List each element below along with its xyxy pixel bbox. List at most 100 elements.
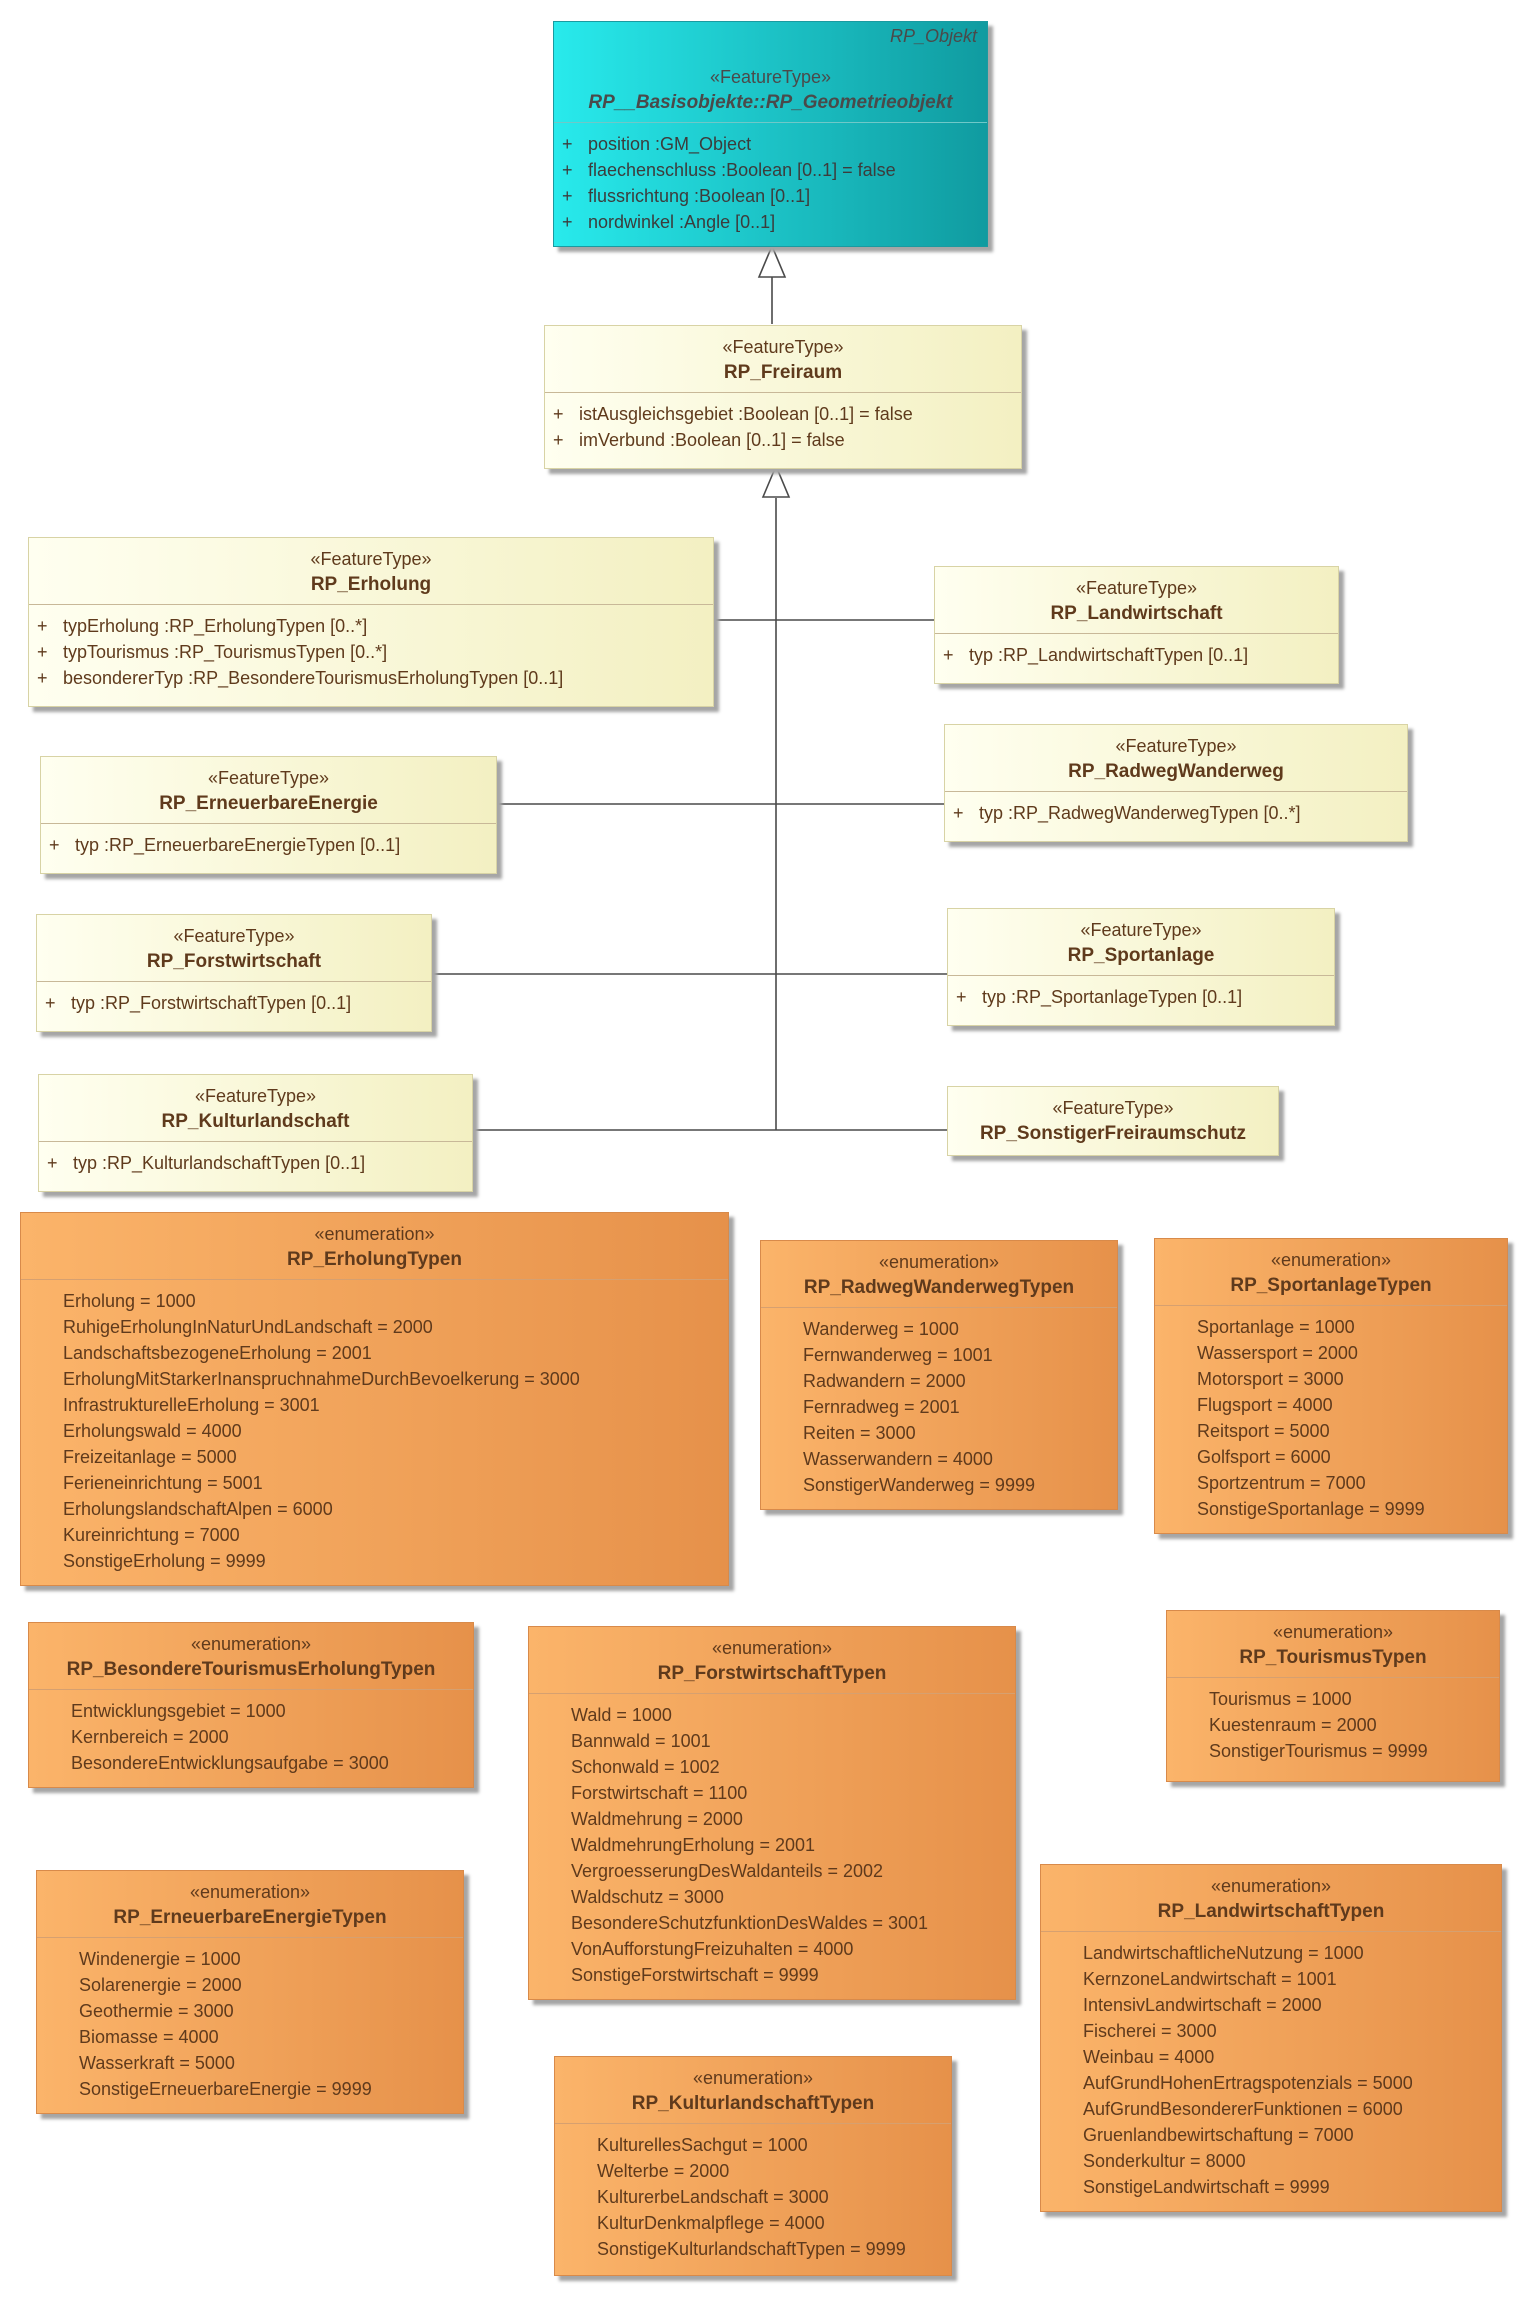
attribute-row: +typ :RP_SportanlageTypen [0..1] xyxy=(956,987,1243,1007)
class-name: RP_ErneuerbareEnergie xyxy=(159,793,378,814)
enum-literal: Bannwald = 1001 xyxy=(571,1731,711,1751)
enum-literal: Sonderkultur = 8000 xyxy=(1083,2151,1246,2171)
enum-literal: Entwicklungsgebiet = 1000 xyxy=(71,1701,286,1721)
enum-literal: SonstigeErneuerbareEnergie = 9999 xyxy=(79,2079,372,2099)
attribute-compartment: +typ :RP_KulturlandschaftTypen [0..1] xyxy=(39,1141,472,1184)
stereotype-label: «enumeration» xyxy=(314,1224,435,1244)
enum-literal: Schonwald = 1002 xyxy=(571,1757,720,1777)
enum-literal: LandschaftsbezogeneErholung = 2001 xyxy=(63,1343,372,1363)
class-name: RP_SonstigerFreiraumschutz xyxy=(979,1123,1247,1144)
enum-literal: Kuestenraum = 2000 xyxy=(1209,1715,1377,1735)
enum-literal: Wasserkraft = 5000 xyxy=(79,2053,235,2073)
stereotype-label: «FeatureType» xyxy=(1052,1098,1174,1118)
enum-literal: Wasserwandern = 4000 xyxy=(803,1449,993,1469)
attribute-row: +typ :RP_RadwegWanderwegTypen [0..*] xyxy=(953,803,1301,823)
enum-rp-forstwirtschafttypen[interactable]: «enumeration» RP_ForstwirtschaftTypen Wa… xyxy=(528,1626,1016,2000)
stereotype-label: «FeatureType» xyxy=(173,926,295,946)
enum-literal: Sportanlage = 1000 xyxy=(1197,1317,1355,1337)
class-rp-erholung[interactable]: «FeatureType» RP_Erholung +typErholung :… xyxy=(28,537,714,707)
enum-name: RP_LandwirtschaftTypen xyxy=(1157,1901,1385,1922)
attribute-row: +nordwinkel :Angle [0..1] xyxy=(562,212,776,232)
literal-compartment: Sportanlage = 1000 Wassersport = 2000 Mo… xyxy=(1155,1305,1507,1530)
enum-rp-erholungtypen[interactable]: «enumeration» RP_ErholungTypen Erholung … xyxy=(20,1212,729,1586)
enum-name: RP_KulturlandschaftTypen xyxy=(631,2093,875,2114)
enum-literal: RuhigeErholungInNaturUndLandschaft = 200… xyxy=(63,1317,433,1337)
class-rp-freiraum[interactable]: «FeatureType» RP_Freiraum +istAusgleichs… xyxy=(544,325,1022,469)
enum-literal: SonstigeLandwirtschaft = 9999 xyxy=(1083,2177,1330,2197)
enum-literal: Ferieneinrichtung = 5001 xyxy=(63,1473,263,1493)
enum-literal: KulturellesSachgut = 1000 xyxy=(597,2135,808,2155)
attribute-compartment: +typ :RP_RadwegWanderwegTypen [0..*] xyxy=(945,791,1407,834)
stereotype-label: «FeatureType» xyxy=(1080,920,1202,940)
enum-literal: SonstigerTourismus = 9999 xyxy=(1209,1741,1428,1761)
literal-compartment: Wanderweg = 1000 Fernwanderweg = 1001 Ra… xyxy=(761,1307,1117,1506)
enum-rp-besonderetourismuserholungtypen[interactable]: «enumeration» RP_BesondereTourismusErhol… xyxy=(28,1622,474,1788)
enum-literal: Solarenergie = 2000 xyxy=(79,1975,242,1995)
enum-literal: IntensivLandwirtschaft = 2000 xyxy=(1083,1995,1322,2015)
enum-literal: SonstigeForstwirtschaft = 9999 xyxy=(571,1965,819,1985)
attribute-compartment: +typ :RP_LandwirtschaftTypen [0..1] xyxy=(935,633,1338,676)
enum-literal: Reitsport = 5000 xyxy=(1197,1421,1330,1441)
enum-literal: Radwandern = 2000 xyxy=(803,1371,966,1391)
literal-compartment: Windenergie = 1000 Solarenergie = 2000 G… xyxy=(37,1937,463,2110)
class-rp-forstwirtschaft[interactable]: «FeatureType» RP_Forstwirtschaft +typ :R… xyxy=(36,914,432,1032)
enum-literal: Erholungswald = 4000 xyxy=(63,1421,242,1441)
enum-literal: Erholung = 1000 xyxy=(63,1291,196,1311)
attribute-row: +besondererTyp :RP_BesondereTourismusErh… xyxy=(37,668,564,688)
attribute-compartment: +typErholung :RP_ErholungTypen [0..*] +t… xyxy=(29,604,713,699)
stereotype-label: «enumeration» xyxy=(1270,1250,1392,1270)
enum-literal: Freizeitanlage = 5000 xyxy=(63,1447,237,1467)
enum-literal: VergroesserungDesWaldanteils = 2002 xyxy=(571,1861,884,1881)
enum-literal: Biomasse = 4000 xyxy=(79,2027,219,2047)
enum-name: RP_BesondereTourismusErholungTypen xyxy=(66,1659,436,1680)
enum-name: RP_RadwegWanderwegTypen xyxy=(803,1277,1075,1298)
class-name: RP_Kulturlandschaft xyxy=(161,1111,350,1132)
enum-rp-landwirtschafttypen[interactable]: «enumeration» RP_LandwirtschaftTypen Lan… xyxy=(1040,1864,1502,2212)
enum-literal: Tourismus = 1000 xyxy=(1209,1689,1352,1709)
enum-literal: Fernradweg = 2001 xyxy=(803,1397,960,1417)
stereotype-label: «enumeration» xyxy=(189,1882,311,1902)
enum-literal: AufGrundBesondererFunktionen = 6000 xyxy=(1083,2099,1403,2119)
enum-literal: ErholungslandschaftAlpen = 6000 xyxy=(63,1499,333,1519)
class-rp-sonstigerfreiraumschutz[interactable]: «FeatureType» RP_SonstigerFreiraumschutz xyxy=(947,1086,1279,1156)
attribute-row: +typ :RP_KulturlandschaftTypen [0..1] xyxy=(47,1153,366,1173)
enum-rp-sportanlagetypen[interactable]: «enumeration» RP_SportanlageTypen Sporta… xyxy=(1154,1238,1508,1534)
enum-literal: Wald = 1000 xyxy=(571,1705,672,1725)
class-rp-sportanlage[interactable]: «FeatureType» RP_Sportanlage +typ :RP_Sp… xyxy=(947,908,1335,1026)
enum-name: RP_ForstwirtschaftTypen xyxy=(657,1663,887,1684)
class-rp-radwegwanderweg[interactable]: «FeatureType» RP_RadwegWanderweg +typ :R… xyxy=(944,724,1408,842)
class-rp-geometrieobjekt[interactable]: RP_Objekt «FeatureType» RP__Basisobjekte… xyxy=(553,21,988,247)
class-name: RP_RadwegWanderweg xyxy=(1068,761,1284,782)
enum-literal: Flugsport = 4000 xyxy=(1197,1395,1333,1415)
attribute-row: +position :GM_Object xyxy=(562,134,752,154)
enum-rp-kulturlandschafttypen[interactable]: «enumeration» RP_KulturlandschaftTypen K… xyxy=(554,2056,952,2276)
enum-literal: Sportzentrum = 7000 xyxy=(1197,1473,1366,1493)
enum-literal: Forstwirtschaft = 1100 xyxy=(571,1783,748,1803)
enum-rp-tourismustypen[interactable]: «enumeration» RP_TourismusTypen Tourismu… xyxy=(1166,1610,1500,1782)
attribute-compartment: +typ :RP_ErneuerbareEnergieTypen [0..1] xyxy=(41,823,496,866)
attribute-row: +typ :RP_LandwirtschaftTypen [0..1] xyxy=(943,645,1249,665)
enum-literal: BesondereEntwicklungsaufgabe = 3000 xyxy=(71,1753,389,1773)
stereotype-label: «FeatureType» xyxy=(310,549,432,569)
stereotype-label: «enumeration» xyxy=(1272,1622,1394,1642)
enum-literal: ErholungMitStarkerInanspruchnahmeDurchBe… xyxy=(63,1369,580,1389)
class-name: RP_Sportanlage xyxy=(1067,945,1215,966)
stereotype-label: «FeatureType» xyxy=(722,337,844,357)
enum-literal: Kernbereich = 2000 xyxy=(71,1727,229,1747)
enum-literal: Gruenlandbewirtschaftung = 7000 xyxy=(1083,2125,1354,2145)
literal-compartment: KulturellesSachgut = 1000 Welterbe = 200… xyxy=(555,2123,951,2270)
enum-literal: Kureinrichtung = 7000 xyxy=(63,1525,240,1545)
generalization-arrowhead-base xyxy=(757,243,787,278)
enum-rp-radwegwanderwegtypen[interactable]: «enumeration» RP_RadwegWanderwegTypen Wa… xyxy=(760,1240,1118,1510)
class-rp-landwirtschaft[interactable]: «FeatureType» RP_Landwirtschaft +typ :RP… xyxy=(934,566,1339,684)
attribute-row: +typErholung :RP_ErholungTypen [0..*] xyxy=(37,616,368,636)
attribute-row: +imVerbund :Boolean [0..1] = false xyxy=(553,430,845,450)
literal-compartment: Wald = 1000 Bannwald = 1001 Schonwald = … xyxy=(529,1693,1015,1996)
enum-literal: Golfsport = 6000 xyxy=(1197,1447,1331,1467)
stereotype-label: «FeatureType» xyxy=(1115,736,1237,756)
stereotype-label: «enumeration» xyxy=(1210,1876,1332,1896)
enum-rp-erneuerbareenergietypen[interactable]: «enumeration» RP_ErneuerbareEnergieTypen… xyxy=(36,1870,464,2114)
enum-literal: Windenergie = 1000 xyxy=(79,1949,241,1969)
class-rp-kulturlandschaft[interactable]: «FeatureType» RP_Kulturlandschaft +typ :… xyxy=(38,1074,473,1192)
class-rp-erneuerbareenergie[interactable]: «FeatureType» RP_ErneuerbareEnergie +typ… xyxy=(40,756,497,874)
